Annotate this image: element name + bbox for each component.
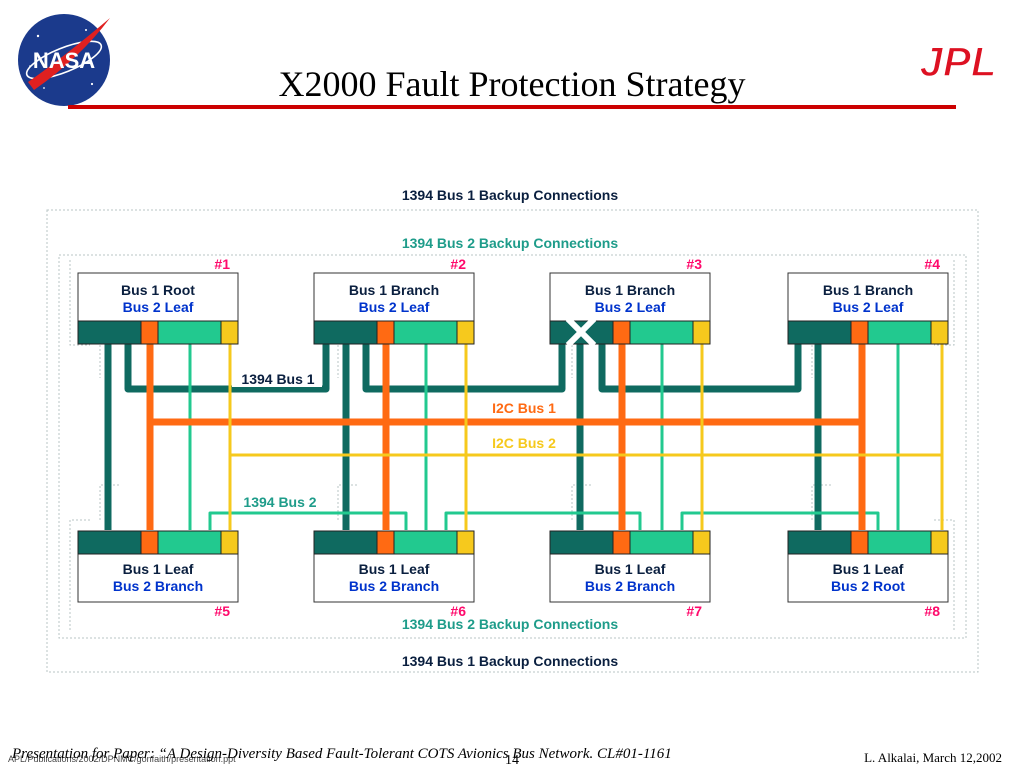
node-role-bus2: Bus 2 Leaf	[595, 299, 666, 315]
footer-file-path: APL/Publications/2002/DPNMC/gonfaith/pre…	[8, 754, 236, 764]
bus1394-1-label: 1394 Bus 1	[241, 371, 314, 387]
bus1394-2-label-bg	[234, 492, 326, 510]
node-role-bus1: Bus 1 Leaf	[123, 561, 194, 577]
port-i2c-bus1	[376, 530, 395, 555]
port-1394-bus1	[313, 320, 378, 345]
node-role-bus2: Bus 2 Branch	[585, 578, 675, 594]
failure-x-icon	[565, 316, 597, 348]
node-role-bus1: Bus 1 Branch	[585, 282, 675, 298]
backup-frames	[46, 209, 979, 673]
node-role-bus1: Bus 1 Leaf	[595, 561, 666, 577]
node-number: #5	[214, 603, 230, 619]
bus1394-2-label: 1394 Bus 2	[243, 494, 316, 510]
node-role-bus2: Bus 2 Leaf	[359, 299, 430, 315]
port-i2c-bus2	[930, 530, 949, 555]
port-i2c-bus1	[850, 530, 869, 555]
node-role-bus2: Bus 2 Root	[831, 578, 905, 594]
port-i2c-bus2	[692, 530, 711, 555]
node-role-bus1: Bus 1 Branch	[349, 282, 439, 298]
port-i2c-bus1	[612, 320, 631, 345]
port-1394-bus1	[77, 530, 142, 555]
jpl-logo: JPL	[919, 37, 998, 86]
port-i2c-bus1	[376, 320, 395, 345]
node-role-bus2: Bus 2 Leaf	[123, 299, 194, 315]
bus1394-2-wires	[188, 344, 900, 530]
node-number: #2	[450, 256, 466, 272]
node-role-bus1: Bus 1 Leaf	[359, 561, 430, 577]
bus1394-1-label-bg	[232, 369, 322, 387]
port-1394-bus2	[393, 320, 458, 345]
node-role-bus1: Bus 1 Leaf	[833, 561, 904, 577]
nasa-logo-text: NASA	[33, 48, 95, 73]
node-number: #4	[924, 256, 940, 272]
port-1394-bus1	[549, 530, 614, 555]
port-1394-bus2	[629, 530, 694, 555]
port-1394-bus1	[77, 320, 142, 345]
backup-bus1-bottom-label: 1394 Bus 1 Backup Connections	[402, 653, 619, 669]
bus1-backup-frame	[46, 209, 979, 673]
slide-title: X2000 Fault Protection Strategy	[279, 64, 746, 104]
bus2-backup-frame	[58, 254, 967, 639]
port-1394-bus2	[157, 530, 222, 555]
port-i2c-bus1	[140, 530, 159, 555]
backup-bus2-bottom-label: 1394 Bus 2 Backup Connections	[402, 616, 619, 632]
port-i2c-bus2	[930, 320, 949, 345]
port-1394-bus1	[787, 530, 852, 555]
i2c-bus2-wires	[228, 344, 944, 530]
port-1394-bus1	[787, 320, 852, 345]
jpl-logo-text: JPL	[919, 38, 996, 85]
backup-bus2-top-label: 1394 Bus 2 Backup Connections	[402, 235, 619, 251]
port-i2c-bus2	[456, 530, 475, 555]
port-i2c-bus1	[140, 320, 159, 345]
node-role-bus1: Bus 1 Root	[121, 282, 195, 298]
bus1394-1-wires	[104, 344, 822, 530]
i2c-bus2-label: I2C Bus 2	[492, 435, 556, 451]
node-number: #8	[924, 603, 940, 619]
node-number: #1	[214, 256, 230, 272]
port-i2c-bus2	[692, 320, 711, 345]
port-i2c-bus2	[220, 530, 239, 555]
page-number: 14	[505, 753, 519, 768]
node-number: #6	[450, 603, 466, 619]
port-i2c-bus2	[456, 320, 475, 345]
i2c-bus1-label: I2C Bus 1	[492, 400, 556, 416]
node-role-bus2: Bus 2 Leaf	[833, 299, 904, 315]
footer-caption: Presentation for Paper: “A Design-Divers…	[11, 746, 672, 762]
port-1394-bus2	[867, 320, 932, 345]
i2c-bus1-wires	[146, 344, 866, 530]
node-role-bus1: Bus 1 Branch	[823, 282, 913, 298]
port-i2c-bus1	[612, 530, 631, 555]
footer-author: L. Alkalai, March 12,2002	[864, 750, 1002, 765]
node-role-bus2: Bus 2 Branch	[349, 578, 439, 594]
port-1394-bus2	[157, 320, 222, 345]
node-number: #3	[686, 256, 702, 272]
backup-bus1-top-label: 1394 Bus 1 Backup Connections	[402, 187, 619, 203]
port-i2c-bus2	[220, 320, 239, 345]
port-1394-bus2	[629, 320, 694, 345]
port-i2c-bus1	[850, 320, 869, 345]
title-rule	[68, 105, 956, 109]
wires	[104, 344, 944, 530]
nasa-logo: NASA	[18, 14, 110, 106]
port-1394-bus2	[393, 530, 458, 555]
node-number: #7	[686, 603, 702, 619]
node-role-bus2: Bus 2 Branch	[113, 578, 203, 594]
port-1394-bus2	[867, 530, 932, 555]
port-1394-bus1	[313, 530, 378, 555]
